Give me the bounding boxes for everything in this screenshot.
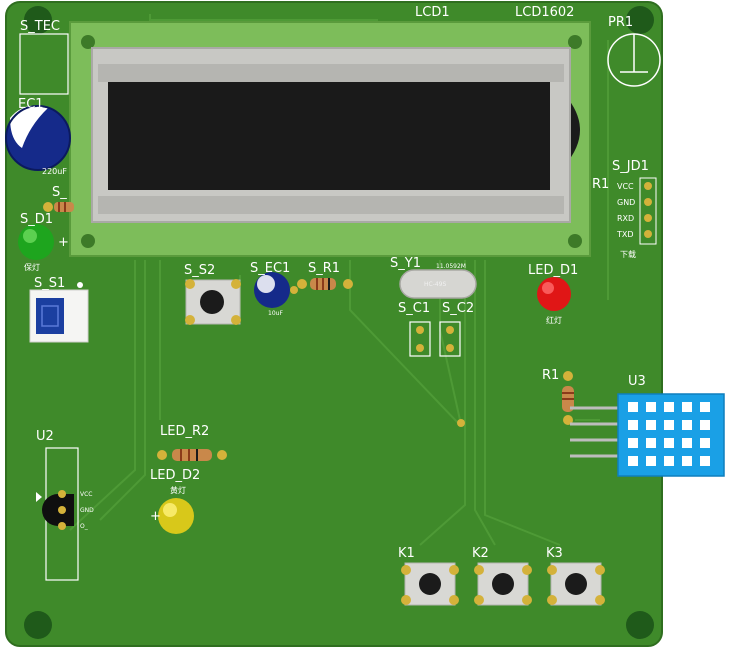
- led-r2-resistor: [157, 449, 227, 461]
- s-r1-label: S_R1: [308, 261, 341, 276]
- jd-rxd-label: RXD: [617, 214, 635, 223]
- s-s2-label: S_S2: [184, 263, 216, 278]
- cap-220uf-label: 220uF: [42, 167, 67, 176]
- s-ec1-label: S_EC1: [250, 261, 291, 276]
- led-r2-label: LED_R2: [160, 424, 210, 439]
- lcd-screen: [108, 82, 550, 190]
- pr1-outline: [607, 33, 661, 87]
- u2-label: U2: [36, 429, 54, 444]
- s-r-label: S_: [52, 185, 67, 200]
- plus-sign: +: [58, 235, 69, 250]
- lcd1602-module: [69, 21, 591, 257]
- plus-sign-2: +: [150, 509, 161, 524]
- u2-gnd-label: GND: [80, 507, 94, 514]
- s-tec-label: S_TEC: [20, 19, 60, 34]
- s-s1-label: S_S1: [34, 276, 66, 291]
- lcd1602-label: LCD1602: [515, 5, 575, 20]
- k1-label: K1: [398, 546, 415, 561]
- s-y1-label: S_Y1: [390, 256, 421, 271]
- key-buttons: [401, 562, 605, 606]
- yellow-led: [158, 498, 194, 534]
- s-c2-label: S_C2: [442, 301, 475, 316]
- jd-txd-label: TXD: [617, 230, 634, 239]
- s-y1-crystal: [399, 269, 477, 299]
- jd-gnd-label: GND: [617, 198, 636, 207]
- r1-label: R1: [542, 368, 560, 383]
- via: [457, 419, 465, 427]
- s-d1-sub-label: 保灯: [24, 263, 40, 272]
- s-y1-pkg-label: HC-49S: [424, 281, 447, 288]
- ec1-capacitor: [5, 105, 71, 171]
- pr1-label: PR1: [608, 15, 634, 30]
- s-c1-label: S_C1: [398, 301, 431, 316]
- u2-o-label: O_: [80, 523, 88, 530]
- green-led: [18, 224, 54, 260]
- r1-top-label: R1: [592, 177, 610, 192]
- k2-label: K2: [472, 546, 489, 561]
- s-d1-label: S_D1: [20, 212, 54, 227]
- led-d2-sub-label: 黄灯: [170, 486, 186, 495]
- jd-sub-label: 下载: [620, 250, 636, 259]
- s-tec-outline: [19, 33, 69, 95]
- lcd1-label: LCD1: [415, 5, 450, 20]
- u2-vcc-label: VCC: [80, 491, 93, 498]
- mounting-holes: [24, 6, 654, 639]
- k3-label: K3: [546, 546, 563, 561]
- u2-module: [36, 447, 79, 581]
- s-jd1-header: [639, 177, 657, 245]
- u3-sensor: [570, 393, 725, 477]
- s-s1-switch: [29, 282, 89, 343]
- s-ec1-capacitor: [254, 272, 298, 308]
- led-d1-label: LED_D1: [528, 263, 579, 278]
- red-led: [537, 277, 571, 311]
- ceramic-caps: [409, 321, 461, 357]
- s-s2-button: [185, 279, 241, 325]
- ec1-label: EC1: [18, 97, 44, 112]
- s-y1-freq-label: 11.0592M: [436, 263, 466, 270]
- s-jd1-label: S_JD1: [612, 159, 649, 174]
- led-d2-label: LED_D2: [150, 468, 201, 483]
- resistor-s: [43, 202, 74, 212]
- jd-vcc-label: VCC: [617, 182, 634, 191]
- s-r1-resistor: [297, 278, 353, 290]
- u3-label: U3: [628, 374, 646, 389]
- s-ec1-sub-label: 10uF: [268, 310, 283, 317]
- led-d1-sub-label: 红灯: [546, 316, 562, 325]
